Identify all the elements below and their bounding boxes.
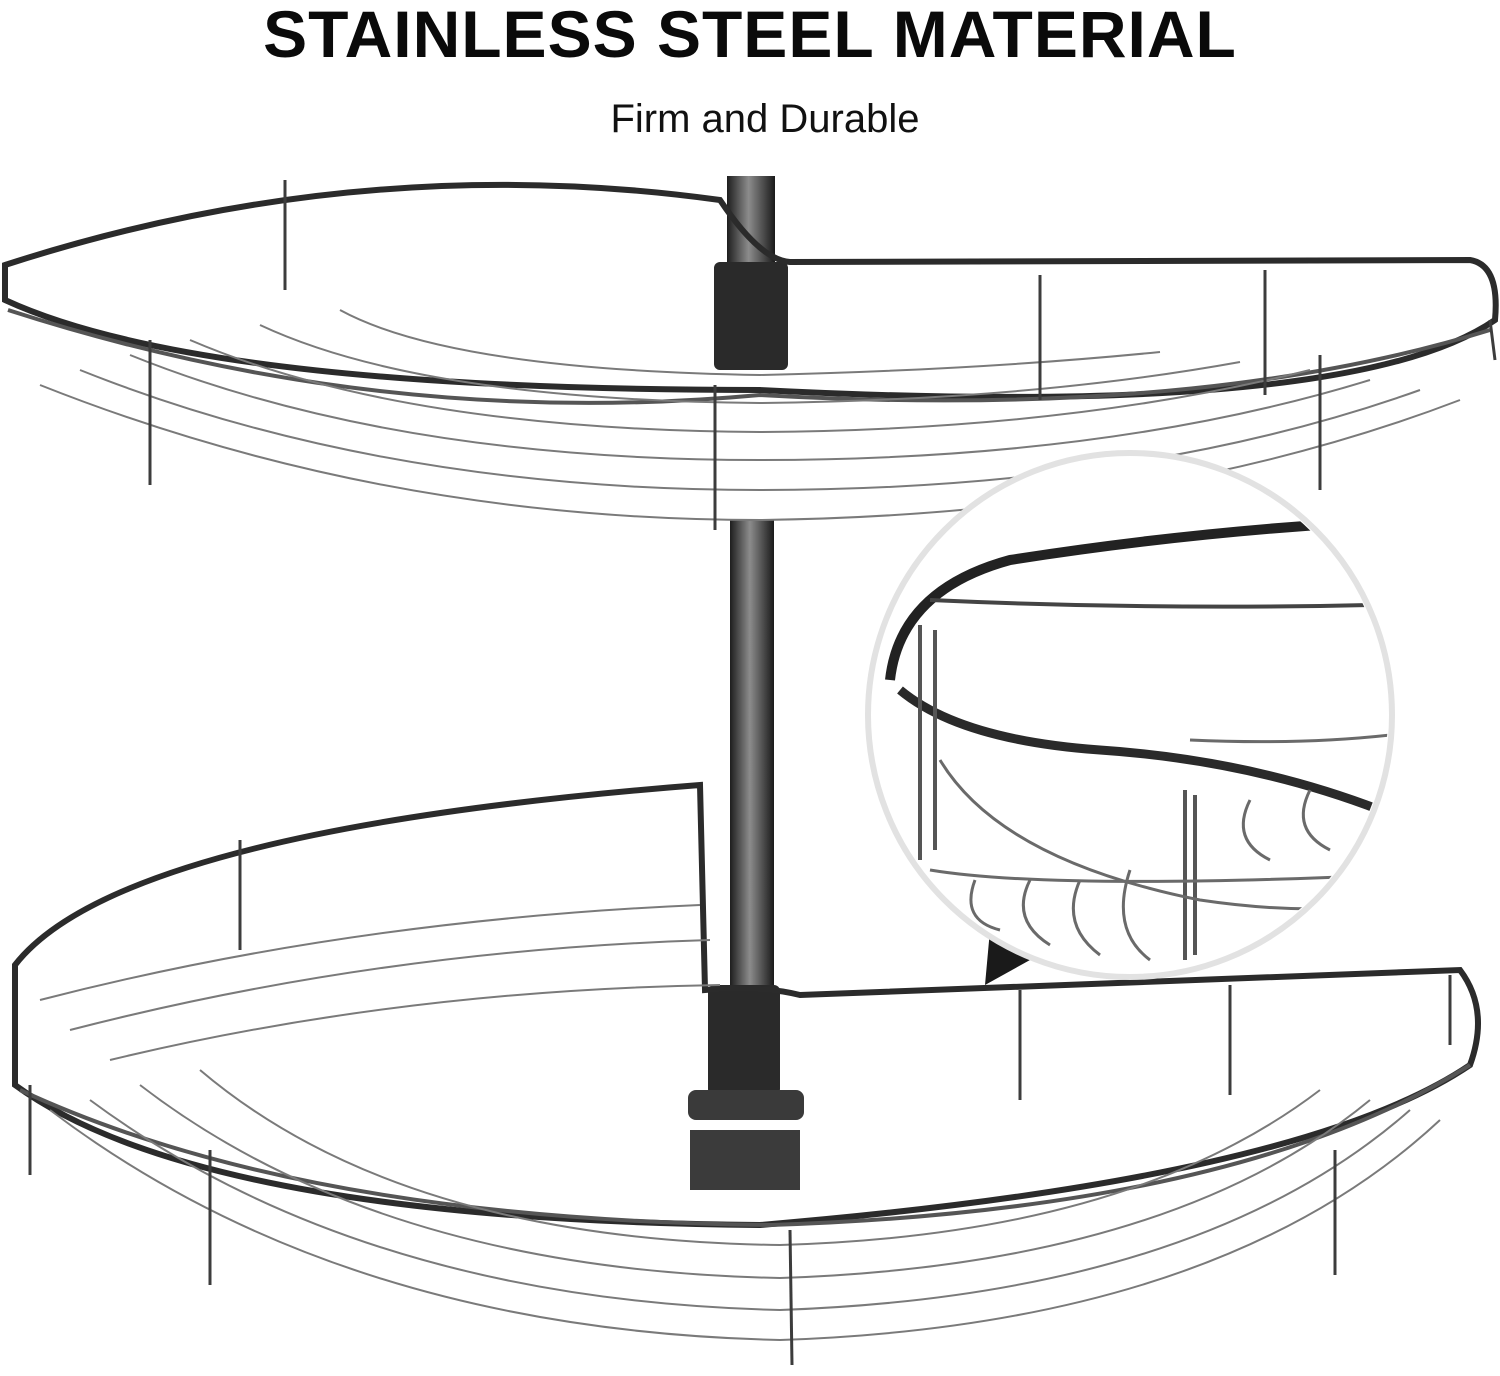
lower-basket: [12, 781, 1481, 1366]
headline: STAINLESS STEEL MATERIAL: [263, 0, 1237, 71]
upper-basket: [2, 180, 1499, 530]
zoom-inset: [865, 450, 1395, 985]
subline: Firm and Durable: [610, 97, 920, 141]
center-pole: [688, 176, 804, 1190]
product-photo: [2, 176, 1499, 1366]
